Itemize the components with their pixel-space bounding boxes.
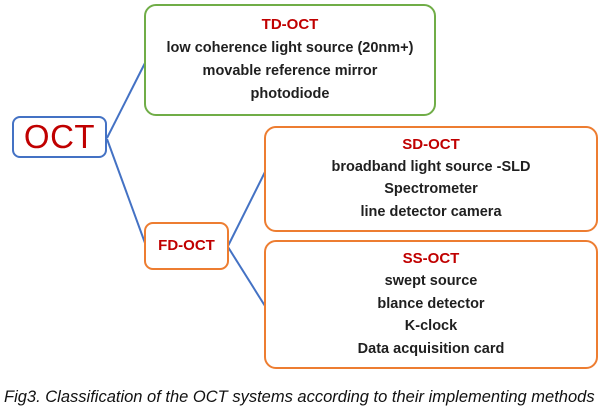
node-sd-oct-item-2: Spectrometer (384, 181, 478, 198)
connector-oct-to-tdoct (106, 60, 147, 139)
node-ss-oct-item-2: blance detector (377, 295, 485, 312)
node-td-oct-item-3: photodiode (250, 85, 330, 102)
node-sd-oct: SD-OCT broadband light source -SLD Spect… (264, 126, 598, 232)
node-fd-oct: FD-OCT (144, 222, 229, 270)
node-td-oct-item-2: movable reference mirror (202, 62, 378, 79)
node-ss-oct-item-3: K-clock (404, 318, 458, 335)
node-td-oct-title: TD-OCT (261, 16, 319, 34)
node-ss-oct-item-1: swept source (384, 273, 478, 290)
connector-fdoct-to-sdoct (227, 171, 266, 247)
node-oct: OCT (12, 116, 107, 158)
node-oct-label: OCT (23, 118, 96, 155)
connector-oct-to-fdoct (106, 138, 146, 244)
connector-fdoct-to-ssoct (227, 246, 266, 307)
node-sd-oct-title: SD-OCT (402, 136, 460, 154)
node-td-oct-item-1: low coherence light source (20nm+) (166, 39, 414, 56)
node-fd-oct-title: FD-OCT (158, 236, 215, 254)
node-ss-oct: SS-OCT swept source blance detector K-cl… (264, 240, 598, 369)
node-td-oct: TD-OCT low coherence light source (20nm+… (144, 4, 436, 116)
node-sd-oct-item-1: broadband light source -SLD (331, 159, 531, 176)
node-ss-oct-title: SS-OCT (402, 250, 460, 268)
node-ss-oct-item-4: Data acquisition card (357, 340, 505, 357)
figure-caption: Fig3. Classification of the OCT systems … (4, 388, 595, 406)
node-sd-oct-item-3: line detector camera (360, 203, 502, 220)
